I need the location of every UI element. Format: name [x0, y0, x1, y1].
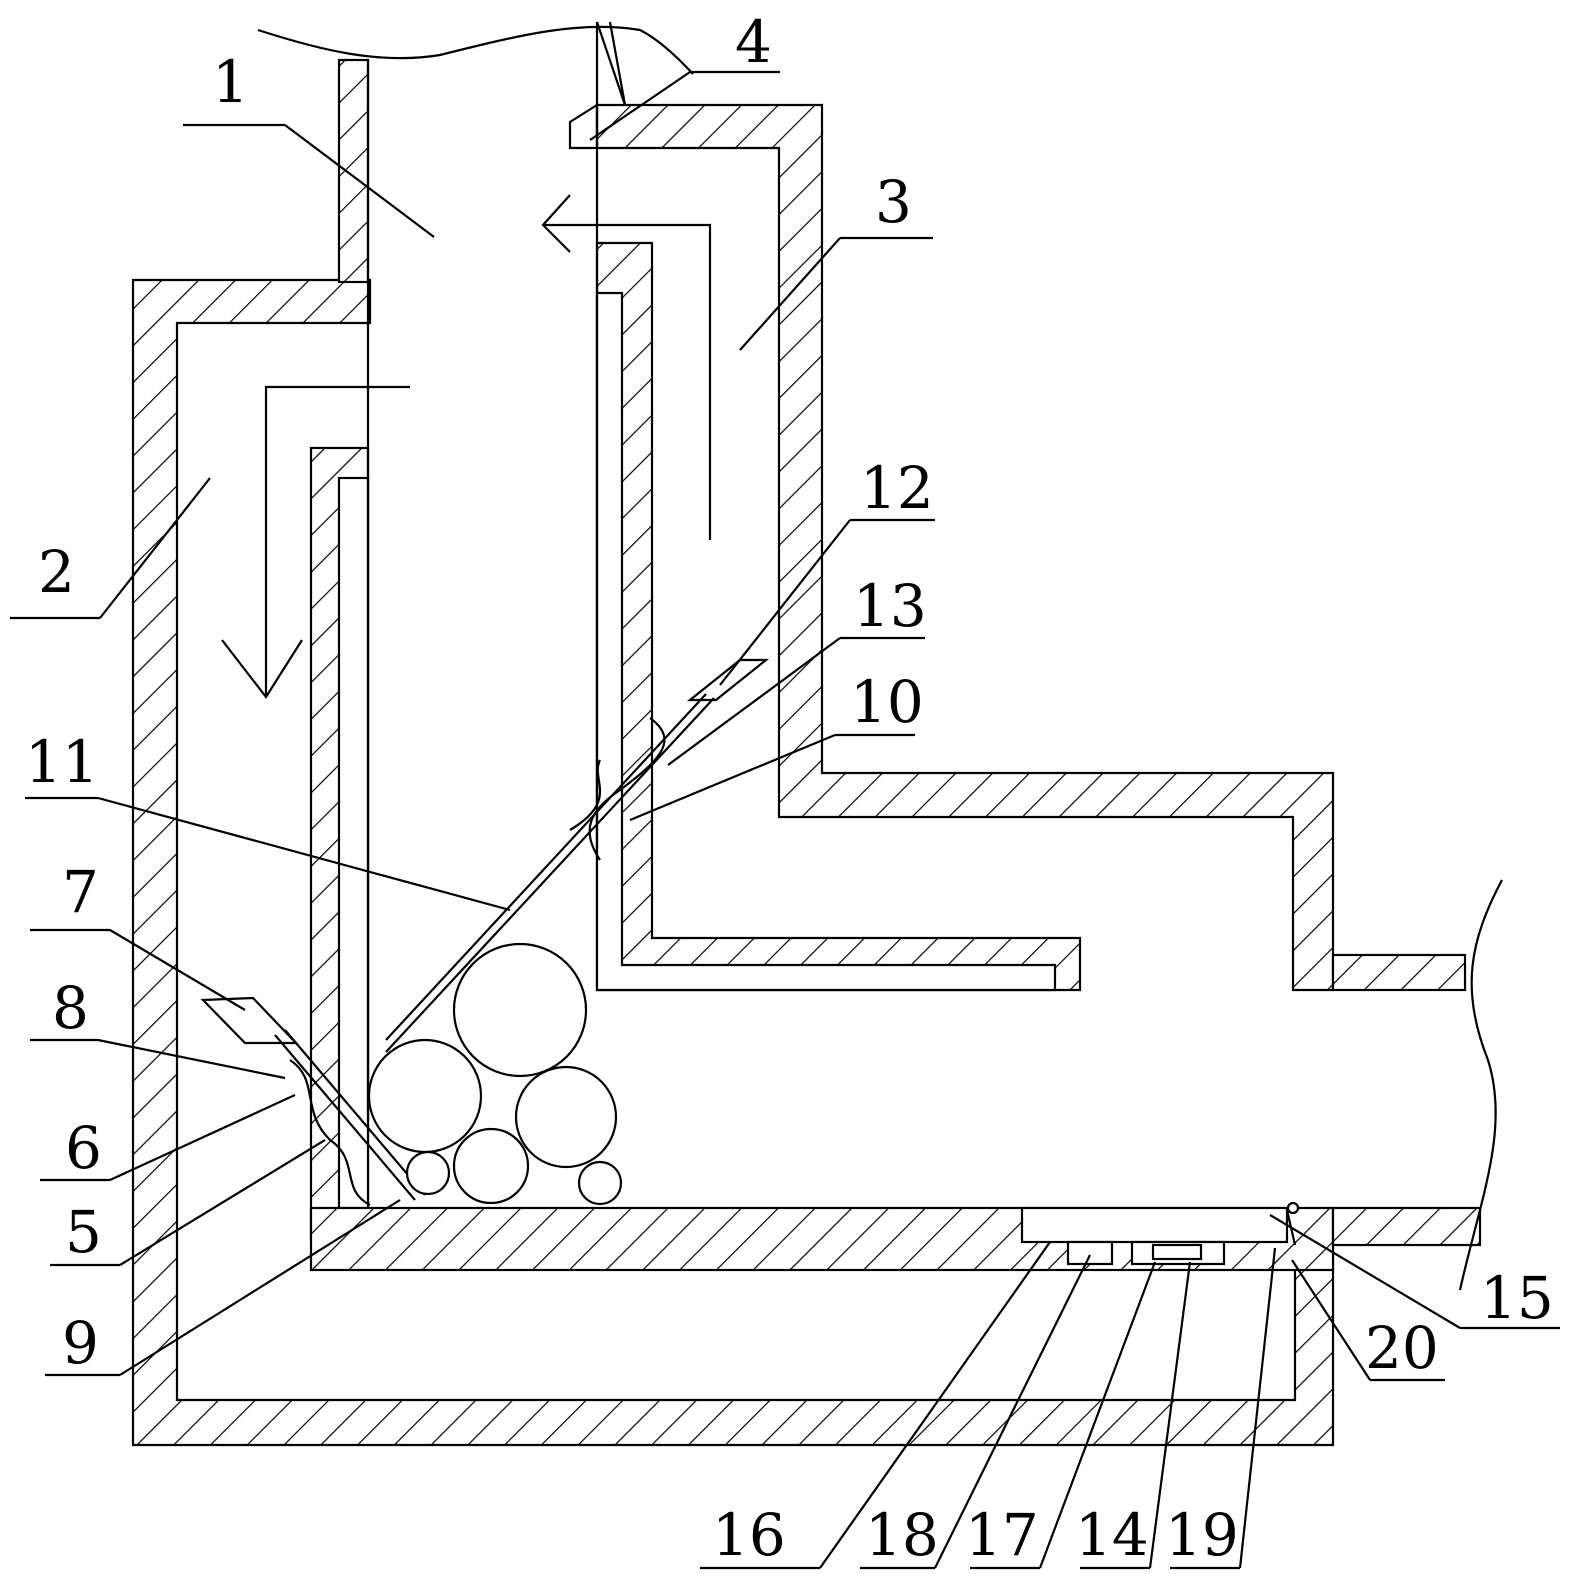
leader-lines: [10, 70, 1560, 1570]
label-17: 17: [965, 1501, 1039, 1569]
label-12: 12: [860, 454, 934, 522]
label-20: 20: [1365, 1314, 1439, 1382]
label-10: 10: [850, 668, 924, 736]
pipe-right-wall: [595, 241, 1082, 992]
pipe-right-line: [257, 21, 694, 1120]
label-9: 9: [62, 1309, 99, 1377]
outer-shell: [131, 278, 1335, 1447]
label-1: 1: [212, 48, 249, 116]
inclined-plate: [385, 658, 770, 1053]
part-labels: 1 2 3 4 5 6 7 8 9 10 11 12 13 14 15 16 1…: [25, 8, 1554, 1569]
label-2: 2: [38, 538, 75, 606]
label-8: 8: [52, 974, 89, 1042]
side-gate: [568, 103, 599, 150]
label-6: 6: [65, 1114, 102, 1182]
label-13: 13: [853, 572, 927, 640]
label-16: 16: [712, 1501, 786, 1569]
label-4: 4: [735, 8, 772, 76]
label-5: 5: [65, 1198, 102, 1266]
label-14: 14: [1075, 1501, 1149, 1569]
label-18: 18: [865, 1501, 939, 1569]
pipe-left-wall: [309, 58, 370, 1240]
label-11: 11: [25, 728, 99, 796]
label-7: 7: [62, 858, 99, 926]
flow-arrow-down: [221, 385, 410, 699]
balls: [367, 942, 623, 1206]
lower-valve: [200, 996, 426, 1206]
label-15: 15: [1480, 1264, 1554, 1332]
flow-arrow-up: [541, 194, 712, 540]
bottom-wall: [309, 953, 1482, 1272]
label-19: 19: [1165, 1501, 1239, 1569]
label-3: 3: [875, 168, 912, 236]
upper-shell: [595, 103, 1335, 992]
